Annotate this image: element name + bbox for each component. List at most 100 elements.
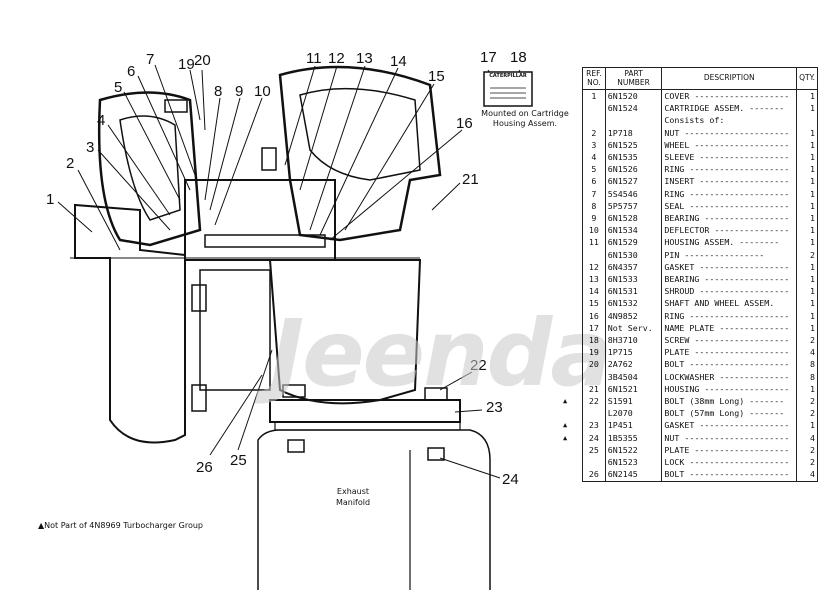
cell-text: S1591 — [607, 396, 633, 407]
cell-text: 1 — [810, 298, 815, 309]
cell-desc: NAME PLATE -------------- — [661, 321, 797, 335]
cell-ref: 1 — [582, 89, 606, 103]
cell-pn: S1591 — [604, 395, 662, 408]
cell-desc: BOLT (38mm Long) ------- — [661, 395, 797, 408]
cell-text: 23 — [588, 420, 599, 431]
cell-ref: 8 — [582, 199, 606, 213]
cell-text: RING -------------------- — [664, 164, 790, 175]
callout-17: 17 — [480, 49, 497, 66]
cell-text: CARTRIDGE ASSEM. ------- — [664, 103, 785, 114]
cell-text: 8H3710 — [607, 335, 638, 346]
cell-text: 5 — [591, 164, 597, 175]
cell-pn: 6N1533 — [604, 273, 662, 286]
callout-24: 24 — [502, 471, 519, 488]
cell-qty: 1 — [796, 224, 818, 237]
cell-text: 2 — [810, 335, 815, 346]
cell-desc: Consists of: — [661, 114, 797, 127]
cell-text: Not Serv. — [607, 322, 653, 333]
cell-text: 1 — [810, 310, 815, 321]
cell-text: 4 — [810, 347, 815, 358]
cell-ref: 18 — [582, 334, 606, 347]
cell-ref: 25 — [582, 443, 606, 457]
cell-text: 6 — [591, 176, 597, 187]
cell-text: 11 — [588, 237, 599, 248]
name-plate-brand: CATERPILLAR — [489, 73, 527, 79]
cell-qty: 1 — [796, 163, 818, 176]
cell-text: NAME PLATE -------------- — [664, 322, 790, 333]
exhaust-label-line-2: Manifold — [335, 498, 371, 507]
cell-text: 1 — [810, 103, 815, 114]
cell-qty: 1 — [796, 382, 818, 396]
cell-pn: 6N1524 — [604, 102, 662, 115]
cell-text: SLEEVE ------------------ — [664, 152, 790, 163]
cell-text: 2 — [591, 127, 597, 138]
cell-pn: 6N1534 — [604, 224, 662, 237]
cell-text: 1P715 — [607, 347, 633, 358]
cell-ref: 6 — [582, 175, 606, 188]
cell-text: 6N1524 — [607, 103, 638, 114]
exhaust-label-line-1: Exhaust — [336, 487, 370, 496]
header-description: DESCRIPTION — [661, 67, 798, 90]
cell-text: 1 — [810, 383, 815, 394]
cell-text: 12 — [588, 261, 599, 272]
cell-pn: 6N1530 — [604, 248, 662, 261]
callout-23: 23 — [486, 399, 503, 416]
cell-text: 8 — [810, 371, 815, 382]
cell-text: 1 — [810, 237, 815, 248]
cell-text: 6N1520 — [607, 91, 638, 101]
cell-text: 1 — [810, 176, 815, 187]
cell-desc: INSERT ------------------ — [661, 175, 797, 188]
cell-text: 1 — [810, 261, 815, 272]
mount-note-line-2: Housing Assem. — [492, 119, 558, 128]
callout-13: 13 — [356, 50, 373, 67]
cell-text: 4N9852 — [607, 310, 638, 321]
cell-text: RING -------------------- — [664, 310, 790, 321]
callout-12: 12 — [328, 50, 345, 67]
footnote: ▲Not Part of 4N8969 Turbocharger Group — [38, 521, 203, 530]
cell-ref: ▲22 — [563, 395, 606, 408]
cell-text: SEAL -------------------- — [664, 200, 790, 211]
cell-desc: BOLT -------------------- — [661, 468, 797, 482]
cell-text: 2 — [810, 457, 815, 468]
cell-text: 2 — [810, 408, 815, 419]
mount-note-line-1: Mounted on Cartridge — [481, 109, 569, 118]
cell-ref: 5 — [582, 163, 606, 176]
header-ref: REF. NO. — [582, 67, 606, 90]
cell-ref — [582, 456, 606, 469]
cell-ref — [582, 407, 606, 420]
cell-qty: 2 — [796, 334, 818, 347]
cell-qty: 1 — [796, 126, 818, 139]
cell-text: LOCKWASHER -------------- — [664, 371, 790, 382]
cell-ref: 17 — [582, 321, 606, 335]
cell-text: DEFLECTOR --------------- — [664, 225, 790, 236]
callout-10: 10 — [254, 83, 271, 100]
cell-text: BEARING ----------------- — [664, 274, 790, 285]
cell-text: SHAFT AND WHEEL ASSEM. — [664, 298, 775, 309]
cell-ref — [582, 248, 606, 261]
cell-pn: 6N4357 — [604, 260, 662, 274]
cell-text: BOLT (57mm Long) ------- — [664, 408, 785, 419]
cell-pn: 1B5355 — [604, 431, 662, 444]
cell-pn: 1P718 — [604, 126, 662, 139]
cell-pn: 6N1528 — [604, 212, 662, 225]
header-part-number: PART NUMBER — [604, 67, 663, 90]
cell-qty: 1 — [796, 260, 818, 274]
cell-desc: LOCK -------------------- — [661, 456, 797, 469]
cell-text: 1 — [810, 322, 815, 333]
cell-desc: GASKET ------------------ — [661, 419, 797, 432]
turbocharger-drawing — [70, 65, 491, 590]
cell-desc: SCREW ------------------- — [661, 334, 797, 347]
cell-qty: 1 — [796, 321, 818, 335]
cell-ref: 26 — [582, 468, 606, 482]
exhaust-manifold-label: Exhaust Manifold — [318, 486, 388, 508]
turbocharger-exploded-diagram: 1 2 3 4 5 6 7 19 20 8 9 10 11 12 13 14 1… — [46, 49, 533, 590]
cell-desc: CARTRIDGE ASSEM. ------- — [661, 102, 797, 115]
cell-text: 8 — [591, 200, 597, 211]
